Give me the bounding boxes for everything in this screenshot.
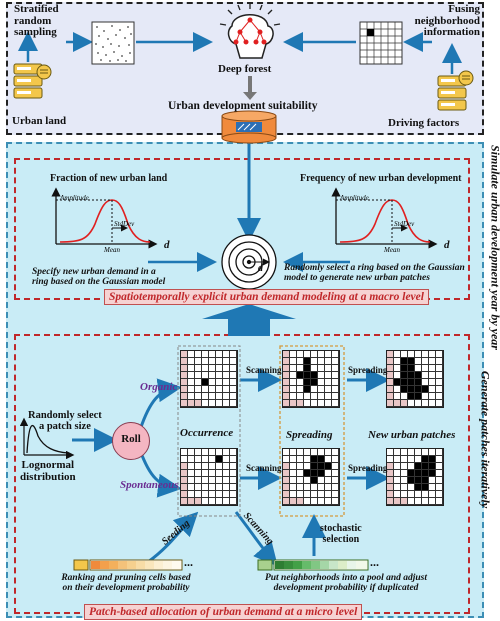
occurrence-caption: Occurrence xyxy=(180,427,234,439)
lognormal-label: Lognormal distribution xyxy=(20,459,76,483)
new-patches-caption: New urban patches xyxy=(368,429,456,441)
deep-forest-label: Deep forest xyxy=(218,63,272,75)
ranking-description: Ranking and pruning cells based on their… xyxy=(61,573,191,593)
scanning-label-1: Scanning xyxy=(246,365,282,375)
right-axis-d: d xyxy=(444,239,450,251)
left-chart-title: Fraction of new urban land xyxy=(50,173,168,184)
left-mean-label: Mean xyxy=(104,246,120,254)
suitability-layer-icon xyxy=(221,110,277,144)
driving-factors-label: Driving factors xyxy=(388,117,460,129)
left-gaussian-chart xyxy=(51,187,158,249)
right-gaussian-chart xyxy=(331,187,438,249)
urban-land-label: Urban land xyxy=(12,115,67,127)
spontaneous-occurrence-grid xyxy=(180,448,238,506)
pool-dots: ... xyxy=(370,555,379,569)
spontaneous-new-patch-grid xyxy=(386,448,444,506)
ranked-dots: ... xyxy=(184,555,193,569)
simulate-year-by-year-label: Simulate urban development year by year xyxy=(488,145,500,350)
lognormal-chart xyxy=(19,417,75,460)
spontaneous-spreading-grid xyxy=(282,448,340,506)
driving-factors-database-icon xyxy=(437,70,474,111)
right-amplitude-label: Amplitude xyxy=(340,194,369,202)
scanning-label-2: Scanning xyxy=(246,463,282,473)
ranked-cells-bar xyxy=(73,559,183,571)
random-samples-square xyxy=(91,21,135,65)
left-axis-d: d xyxy=(164,239,170,251)
spontaneous-label: Spontaneous xyxy=(120,479,179,491)
organic-new-patch-grid xyxy=(386,350,444,408)
suitability-label: Urban development suitability xyxy=(168,100,318,112)
organic-occurrence-grid xyxy=(180,350,238,408)
spreading-label-1: Spreading xyxy=(348,365,388,375)
left-description: Specify new urban demand in a ring based… xyxy=(32,267,166,287)
spreading-column-outline xyxy=(279,345,345,517)
right-stdev-label: StdDev xyxy=(394,220,415,228)
neighborhood-pool-bar xyxy=(257,559,369,571)
urban-land-database-icon xyxy=(13,63,52,99)
left-stdev-label: StdDev xyxy=(114,220,135,228)
spreading-label-2: Spreading xyxy=(348,463,388,473)
right-chart-title: Frequency of new urban development xyxy=(300,173,462,184)
spreading-caption: Spreading xyxy=(286,429,333,441)
macro-level-tag: Spatiotemporally explicit urban demand m… xyxy=(104,289,429,305)
pool-description: Put neighborhoods into a pool and adjust… xyxy=(264,573,428,593)
roll-circle xyxy=(112,422,150,460)
deep-forest-brain-icon xyxy=(219,3,281,59)
randomly-select-label: Randomly select a patch size xyxy=(28,410,102,433)
ring-d-label: d xyxy=(258,263,263,274)
organic-spreading-grid xyxy=(282,350,340,408)
patch-generation-arrow-head xyxy=(202,304,296,319)
organic-label: Organic xyxy=(140,381,178,393)
left-amplitude-label: Amplitude xyxy=(60,194,89,202)
generate-patches-label: Generate patches iteratively xyxy=(478,370,493,509)
stratified-sampling-label: Stratified random sampling xyxy=(14,3,59,39)
occurrence-column-outline xyxy=(177,345,241,517)
stochastic-selection-label: stochastic selection xyxy=(320,523,362,545)
right-description: Randomly select a ring based on the Gaus… xyxy=(284,263,465,283)
roll-label: Roll xyxy=(121,433,141,445)
right-mean-label: Mean xyxy=(384,246,400,254)
micro-level-tag: Patch-based allocation of urban demand a… xyxy=(84,604,363,620)
fusing-info-label: Fusing neighborhood information xyxy=(414,3,480,39)
sample-points xyxy=(95,25,132,62)
